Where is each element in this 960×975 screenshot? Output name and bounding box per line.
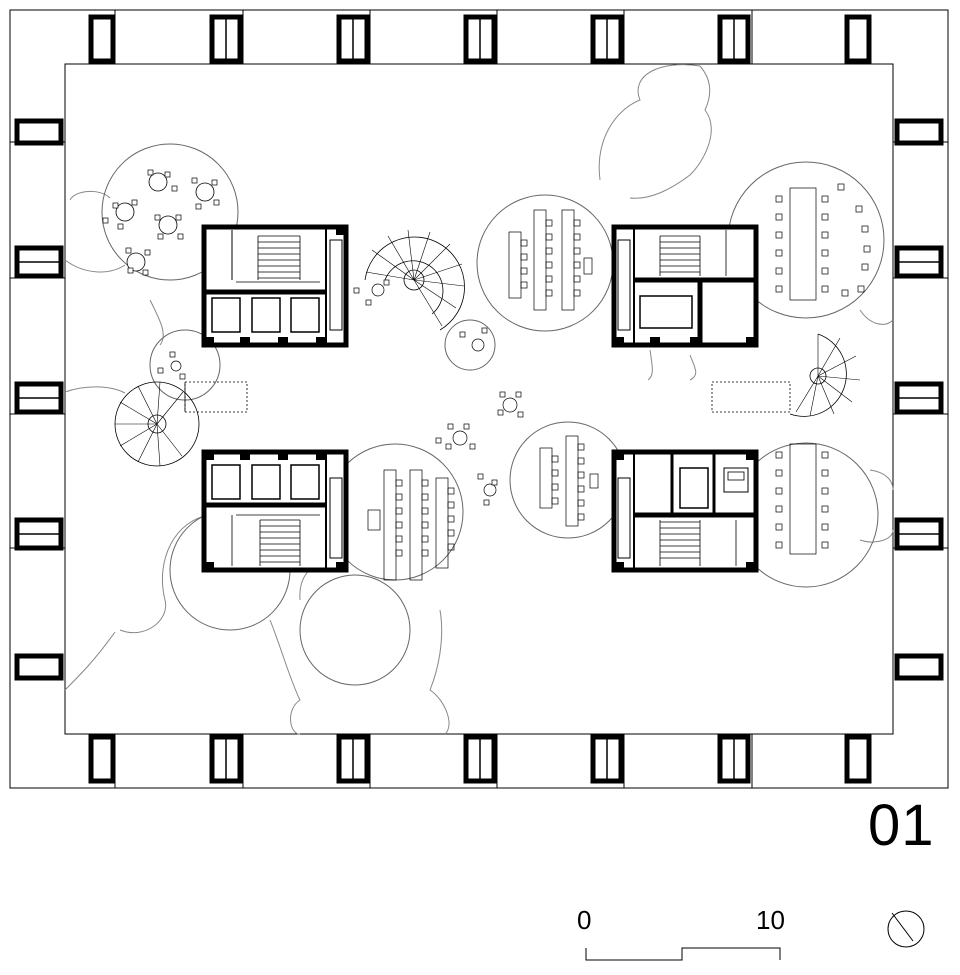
seating-rows: [367, 183, 871, 581]
scale-start-label: 0: [577, 905, 592, 935]
spiral-stair-right: [711, 333, 861, 417]
building-outline: [9, 9, 949, 789]
facade-columns-sides: [14, 118, 944, 681]
core-top-left: [201, 224, 349, 348]
scale-end-label: 10: [756, 905, 785, 935]
core-top-right: [611, 224, 759, 348]
north-arrow-icon: [887, 910, 925, 948]
scale-bar: [585, 947, 781, 961]
facade-columns-top: [88, 14, 872, 784]
spiral-stair-left: [114, 381, 248, 467]
floor-level-label: 01: [868, 793, 935, 858]
lounge-tables: [102, 169, 220, 276]
core-bottom-right: [611, 449, 759, 573]
floor-slab-edge: [64, 63, 894, 735]
core-bottom-left: [201, 449, 349, 573]
spiral-stair-center-top: [364, 229, 465, 331]
tree-canopies: [64, 64, 894, 735]
cafe-tables: [157, 279, 524, 506]
